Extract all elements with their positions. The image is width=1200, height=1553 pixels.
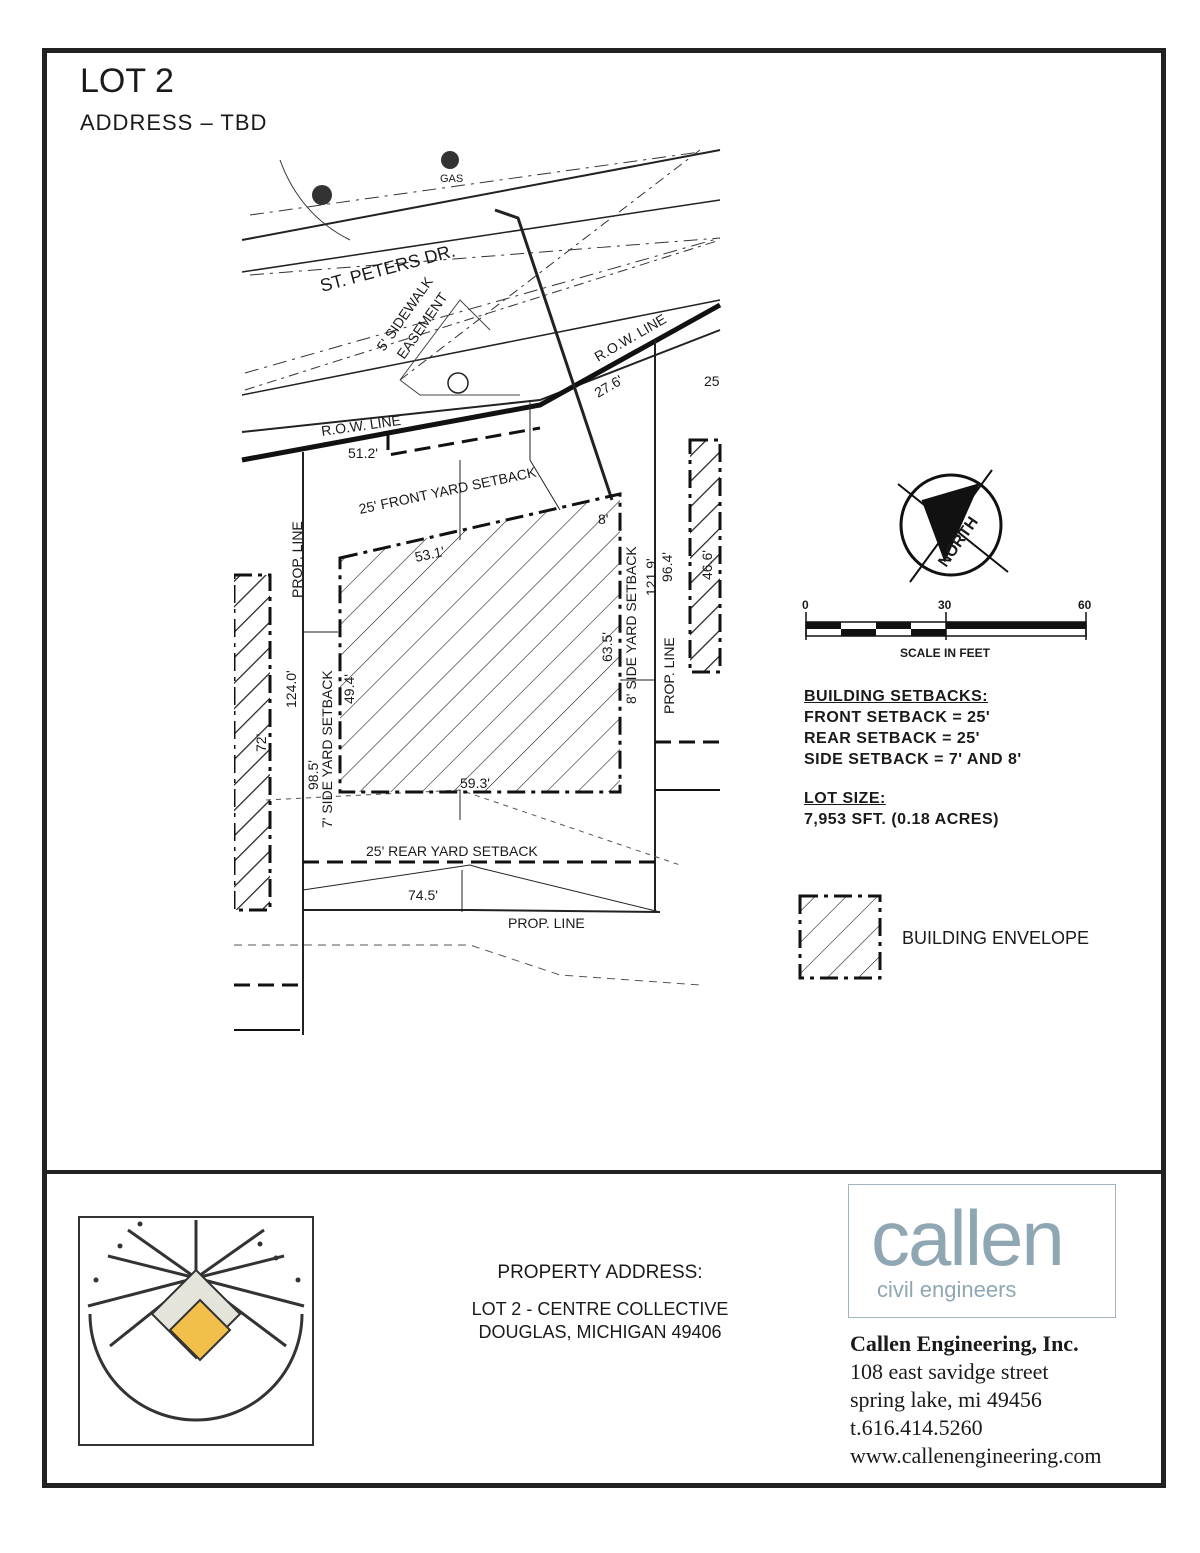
- site-plan: ST. PETERS DR. GAS 5' SIDEWALK EASEMENT …: [234, 149, 1092, 1035]
- lot-address: ADDRESS – TBD: [80, 110, 268, 135]
- scale-bar: [805, 612, 1087, 640]
- dimension-label: 74.5': [408, 887, 438, 903]
- company-street: 108 east savidge street: [850, 1359, 1049, 1384]
- legend-building-envelope-swatch: [798, 894, 882, 980]
- callen-logo-subtitle: civil engineers: [877, 1277, 1017, 1302]
- dimension-label: 96.4': [659, 552, 675, 582]
- scale-tick: 0: [802, 598, 809, 612]
- lot-size-value: 7,953 SFT. (0.18 ACRES): [804, 811, 999, 828]
- front-setback-label: 25' FRONT YARD SETBACK: [357, 464, 538, 517]
- company-name: Callen Engineering, Inc.: [850, 1331, 1079, 1356]
- title-block-divider: [42, 1170, 1166, 1174]
- property-address-line: DOUGLAS, MICHIGAN 49406: [478, 1322, 722, 1342]
- dimension-label: 59.3': [460, 775, 490, 791]
- prop-line-label: PROP. LINE: [289, 521, 305, 598]
- legend-building-envelope-label: BUILDING ENVELOPE: [902, 928, 1090, 948]
- rear-setback-label: 25' REAR YARD SETBACK: [366, 843, 538, 859]
- side-setback-note: SIDE SETBACK = 7' AND 8': [804, 751, 1022, 768]
- drawing-sheet-border: [42, 48, 1166, 1488]
- company-contact-block: Callen Engineering, Inc. 108 east savidg…: [850, 1330, 1101, 1470]
- dimension-label: 63.5': [599, 632, 615, 662]
- scale-caption: SCALE IN FEET: [900, 646, 991, 660]
- lot-size-notes: LOT SIZE: 7,953 SFT. (0.18 ACRES): [804, 788, 999, 830]
- company-city: spring lake, mi 49456: [850, 1387, 1042, 1412]
- rear-setback-note: REAR SETBACK = 25': [804, 730, 980, 747]
- building-setbacks-notes: BUILDING SETBACKS: FRONT SETBACK = 25' R…: [804, 686, 1022, 770]
- dimension-label: 8': [598, 511, 608, 527]
- company-phone: t.616.414.5260: [850, 1415, 983, 1440]
- dimension-label: 53.1': [413, 543, 446, 565]
- dimension-label: 46.6': [699, 550, 715, 580]
- scale-tick: 60: [1078, 598, 1092, 612]
- dimension-label: 121.9': [643, 558, 659, 596]
- property-address-heading: PROPERTY ADDRESS:: [497, 1262, 703, 1283]
- front-setback-note: FRONT SETBACK = 25': [804, 709, 991, 726]
- dimension-label: 49.4': [341, 674, 357, 704]
- setbacks-heading: BUILDING SETBACKS:: [804, 688, 989, 705]
- callen-logo: callen civil engineers: [848, 1184, 1116, 1318]
- callen-logo-word: callen: [871, 1194, 1065, 1282]
- plan-linework: [234, 149, 722, 1035]
- prop-line-label: PROP. LINE: [661, 637, 677, 714]
- side-setback-label: 7' SIDE YARD SETBACK: [319, 670, 335, 828]
- centre-collective-logo: [78, 1216, 314, 1446]
- side-setback-label: 8' SIDE YARD SETBACK: [623, 546, 639, 704]
- dimension-label: 51.2': [348, 445, 378, 461]
- north-arrow-icon: [897, 469, 1009, 583]
- dimension-label: 98.5': [305, 760, 321, 790]
- dimension-label: 25: [704, 373, 720, 389]
- lot-size-heading: LOT SIZE:: [804, 790, 886, 807]
- property-address-block: PROPERTY ADDRESS: LOT 2 - CENTRE COLLECT…: [440, 1262, 760, 1344]
- company-website: www.callenengineering.com: [850, 1443, 1102, 1468]
- lot-title: LOT 2: [80, 62, 174, 100]
- dimension-label: 72': [253, 734, 269, 752]
- property-address-line: LOT 2 - CENTRE COLLECTIVE: [471, 1299, 729, 1319]
- gas-label: GAS: [440, 173, 463, 185]
- scale-tick: 30: [938, 598, 952, 612]
- prop-line-label: PROP. LINE: [508, 915, 585, 931]
- dimension-label: 124.0': [283, 670, 299, 708]
